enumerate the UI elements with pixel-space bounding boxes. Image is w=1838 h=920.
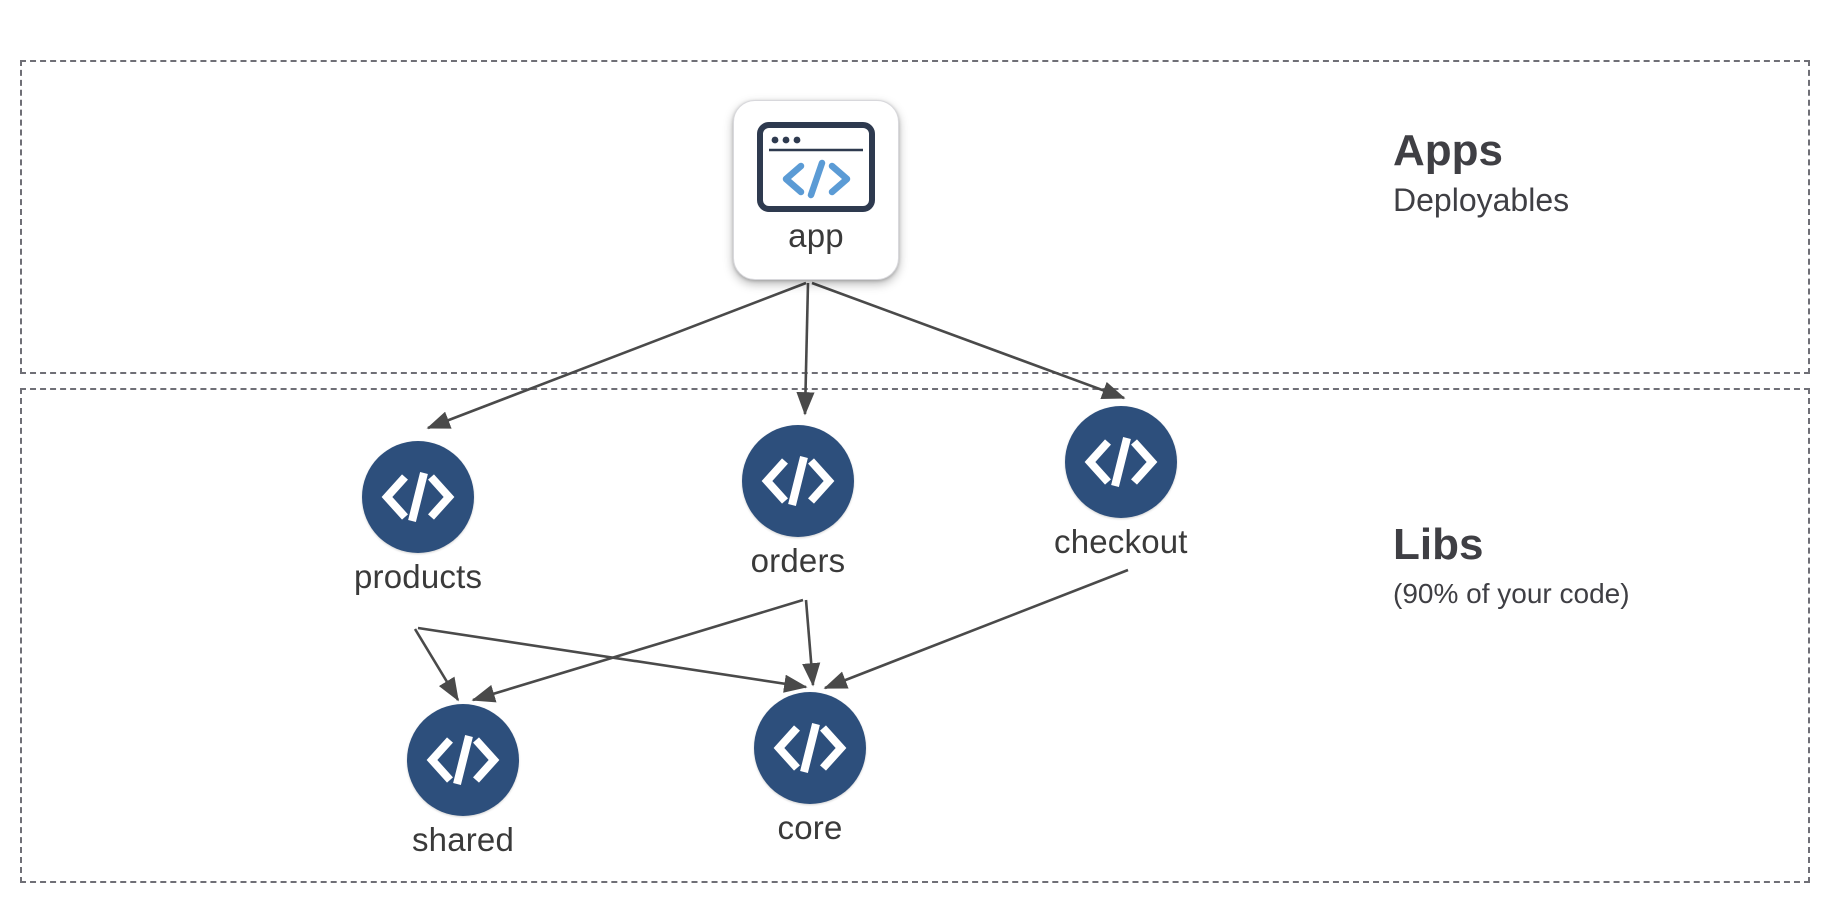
zone-libs-caption: Libs (90% of your code) <box>1393 522 1630 611</box>
node-core-label: core <box>777 809 843 846</box>
node-shared[interactable]: shared <box>407 704 519 856</box>
node-orders-label: orders <box>750 542 846 579</box>
code-icon <box>381 469 455 525</box>
node-core-circle[interactable] <box>754 692 866 804</box>
zone-apps-title: Apps <box>1393 126 1503 175</box>
node-checkout-label: checkout <box>1054 523 1188 560</box>
zone-apps-caption: Apps Deployables <box>1393 128 1569 220</box>
zone-libs-boundary <box>20 388 1810 883</box>
node-orders[interactable]: orders <box>742 425 854 577</box>
browser-code-icon <box>756 121 876 213</box>
node-products-label: products <box>354 558 483 595</box>
node-shared-circle[interactable] <box>407 704 519 816</box>
node-core[interactable]: core <box>754 692 866 844</box>
zone-apps-subtitle: Deployables <box>1393 181 1570 218</box>
code-icon <box>773 720 847 776</box>
zone-libs-subtitle: (90% of your code) <box>1393 577 1630 609</box>
zone-libs-title: Libs <box>1393 520 1484 569</box>
code-icon <box>761 453 835 509</box>
node-checkout[interactable]: checkout <box>1054 406 1188 558</box>
code-icon <box>1084 434 1158 490</box>
node-app-label: app <box>788 217 844 254</box>
node-products-circle[interactable] <box>362 441 475 553</box>
code-icon <box>426 732 500 788</box>
node-shared-label: shared <box>411 821 515 858</box>
node-app[interactable]: app <box>733 100 899 280</box>
node-products[interactable]: products <box>354 441 482 593</box>
node-orders-circle[interactable] <box>742 425 854 537</box>
node-checkout-circle[interactable] <box>1064 406 1177 518</box>
